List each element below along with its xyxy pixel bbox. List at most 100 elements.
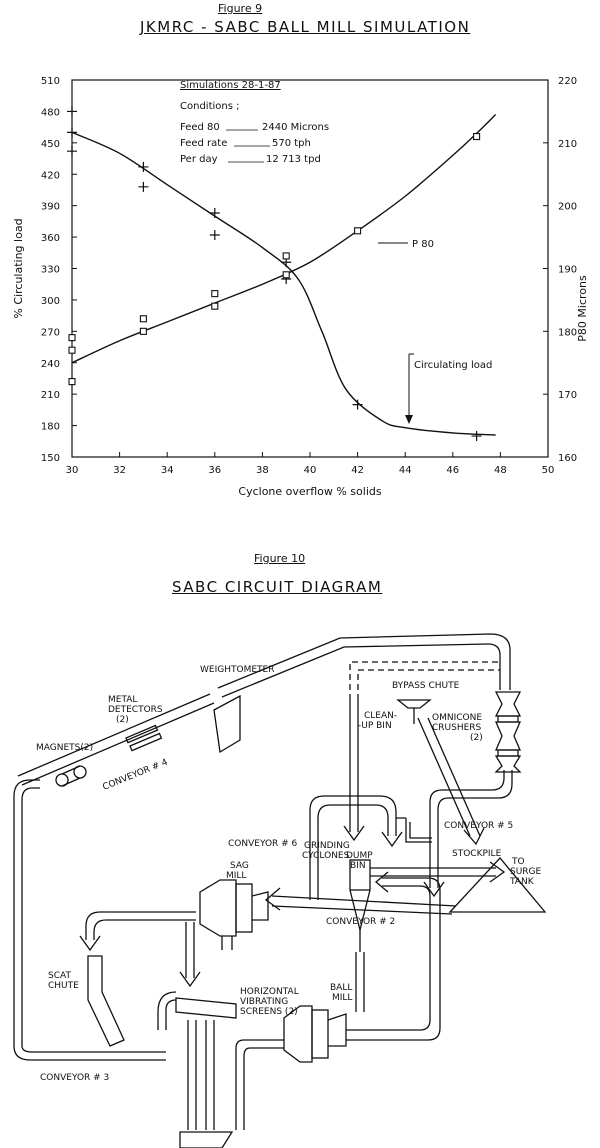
x-tick-label: 46 <box>446 465 459 476</box>
label-surge-1: TO <box>511 857 525 867</box>
data-point-circulating-load <box>209 207 220 218</box>
conveyor-4-belt <box>17 693 211 777</box>
data-point-p80 <box>139 315 147 323</box>
data-point-p80 <box>282 271 290 279</box>
data-point-circulating-load <box>209 229 220 240</box>
label-magnets: MAGNETS(2) <box>36 743 93 753</box>
y2-tick-label: 160 <box>558 453 577 464</box>
series-line-circulating-load <box>71 131 496 436</box>
x-tick-label: 36 <box>208 465 221 476</box>
y-tick-label: 360 <box>41 233 60 244</box>
label-dump-1: DUMP <box>346 851 373 861</box>
data-point-p80 <box>211 302 219 310</box>
label-scat-1: SCAT <box>48 971 71 981</box>
data-point-circulating-load <box>471 431 482 442</box>
data-point-circulating-load <box>67 146 77 157</box>
annotation-p80: P 80 <box>378 239 434 250</box>
label-conveyor-5: CONVEYOR # 5 <box>444 821 513 831</box>
data-point-circulating-load <box>352 399 363 410</box>
cyclones-shape <box>349 859 371 952</box>
figure-10-label: Figure 10 <box>254 552 306 565</box>
label-ball-1: BALL <box>330 983 352 993</box>
x-tick-label: 38 <box>256 465 269 476</box>
y2-tick-label: 200 <box>558 202 577 213</box>
label-conveyor-2: CONVEYOR # 2 <box>326 917 395 927</box>
stockpile-pile <box>448 857 547 913</box>
note-feedrate-value: 570 tph <box>272 138 311 149</box>
label-weightometer: WEIGHTOMETER <box>200 665 274 675</box>
x-tick-label: 30 <box>66 465 79 476</box>
magnets-shape <box>55 765 87 787</box>
y-tick-label: 420 <box>41 170 60 181</box>
data-point-p80 <box>68 346 76 354</box>
note-feed80-label: Feed 80 <box>180 122 220 133</box>
x-tick-label: 48 <box>494 465 507 476</box>
conveyor-6-loop <box>309 795 397 900</box>
label-omnicone-3: (2) <box>470 733 483 743</box>
scat-chute-shape <box>87 955 125 1047</box>
label-hvs-1: HORIZONTAL <box>240 987 299 997</box>
data-point-p80 <box>282 252 290 260</box>
data-point-p80 <box>211 290 219 298</box>
annotation-p80-label: P 80 <box>412 239 434 250</box>
y-tick-label: 480 <box>41 107 60 118</box>
y-tick-label: 240 <box>41 359 60 370</box>
label-ball-2: MILL <box>332 993 352 1003</box>
figure-9-label: Figure 9 <box>218 2 263 15</box>
data-point-circulating-load <box>138 161 149 172</box>
label-metal-detectors-1: METAL <box>108 695 137 705</box>
note-perday-value: 12 713 tpd <box>266 154 321 165</box>
label-bypass-chute: BYPASS CHUTE <box>392 681 460 691</box>
bypass-line <box>349 661 500 700</box>
x-tick-label: 42 <box>351 465 364 476</box>
label-omnicone-2: CRUSHERS <box>432 723 482 733</box>
label-hvs-2: VIBRATING <box>240 997 288 1007</box>
x-tick-label: 50 <box>542 465 555 476</box>
annotation-circulating-load: Circulating load <box>405 353 492 424</box>
data-point-p80 <box>68 334 76 342</box>
label-cleanup-1: CLEAN- <box>364 711 397 721</box>
left-return-loop <box>13 779 40 1046</box>
label-conveyor-4: CONVEYOR # 4 <box>101 757 169 792</box>
main-feed-conveyor <box>217 633 511 690</box>
figure-9-title: JKMRC - SABC BALL MILL SIMULATION <box>140 18 471 36</box>
y-tick-label: 390 <box>41 202 60 213</box>
pump-box <box>179 1131 234 1148</box>
data-point-p80 <box>354 227 362 235</box>
sag-mill-shape <box>199 879 269 950</box>
metal-detector-1 <box>125 724 159 744</box>
chart-marks <box>67 106 482 442</box>
series-line-p80 <box>71 114 497 364</box>
y-tick-label: 330 <box>41 265 60 276</box>
label-sag-1: SAG <box>230 861 249 871</box>
y-tick-label: 450 <box>41 139 60 150</box>
x-tick-label: 44 <box>399 465 412 476</box>
label-surge-3: TANK <box>509 877 535 887</box>
conveyor-3-belt <box>13 1045 166 1061</box>
label-stockpile: STOCKPILE <box>452 849 502 859</box>
label-grinding-1: GRINDING <box>304 841 350 851</box>
metal-detector-2 <box>129 732 163 752</box>
conveyor-5-loop <box>429 770 505 888</box>
dump-bin <box>396 817 432 843</box>
y2-tick-label: 220 <box>558 76 577 87</box>
x-tick-label: 34 <box>161 465 174 476</box>
x-tick-label: 40 <box>304 465 317 476</box>
label-metal-detectors-2: DETECTORS <box>108 705 163 715</box>
vibrating-screens-shape <box>175 997 237 1019</box>
sabc-circuit-diagram: WEIGHTOMETER BYPASS CHUTE METAL DETECTOR… <box>13 633 547 1148</box>
x-axis-label: Cyclone overflow % solids <box>238 485 381 498</box>
figure-10-title: SABC CIRCUIT DIAGRAM <box>172 578 383 596</box>
y2-tick-label: 180 <box>558 327 577 338</box>
conveyor-2-belt <box>271 895 457 915</box>
data-point-p80 <box>139 327 147 335</box>
y2-tick-label: 170 <box>558 390 577 401</box>
y-tick-label: 510 <box>41 76 60 87</box>
y-tick-label: 210 <box>41 390 60 401</box>
data-point-p80 <box>473 133 481 141</box>
note-heading: Simulations 28-1-87 <box>180 80 281 91</box>
annotation-circulating-load-label: Circulating load <box>414 360 492 371</box>
conditions-note: Simulations 28-1-87 Conditions ; Feed 80… <box>180 80 329 165</box>
label-scat-2: CHUTE <box>48 981 79 991</box>
